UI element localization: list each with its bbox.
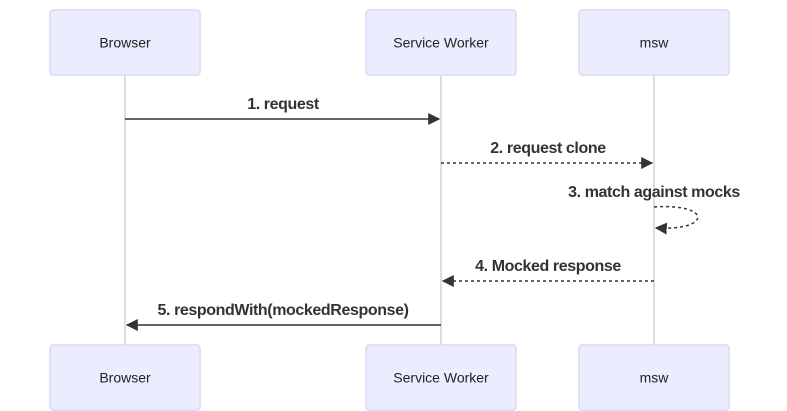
participant-service-worker-top: Service Worker <box>365 9 517 76</box>
participant-msw-top: msw <box>578 9 730 76</box>
message-4: 4. Mocked response <box>441 258 654 287</box>
message-label: 2. request clone <box>490 140 606 157</box>
message-label: 5. respondWith(mockedResponse) <box>157 302 408 319</box>
participant-label: Service Worker <box>393 35 489 51</box>
participant-msw-bottom: msw <box>578 344 730 411</box>
self-loop-arrow <box>653 205 699 235</box>
message-2: 2. request clone <box>441 140 654 169</box>
participants-top: Browser Service Worker msw <box>49 9 730 76</box>
messages: 1. request 2. request clone 3. match aga… <box>125 96 741 331</box>
message-label: 4. Mocked response <box>475 258 621 275</box>
participant-browser-bottom: Browser <box>49 344 201 411</box>
participant-label: Browser <box>99 370 151 386</box>
message-label: 1. request <box>247 96 320 113</box>
participant-browser-top: Browser <box>49 9 201 76</box>
lifelines <box>124 75 655 345</box>
participant-label: msw <box>640 370 670 386</box>
message-3: 3. match against mocks <box>568 184 741 235</box>
participants-bottom: Browser Service Worker msw <box>49 344 730 411</box>
participant-label: Browser <box>99 35 151 51</box>
participant-service-worker-bottom: Service Worker <box>365 344 517 411</box>
participant-label: msw <box>640 35 670 51</box>
message-5: 5. respondWith(mockedResponse) <box>125 302 441 331</box>
message-label: 3. match against mocks <box>568 184 740 201</box>
message-1: 1. request <box>125 96 441 125</box>
participant-label: Service Worker <box>393 370 489 386</box>
